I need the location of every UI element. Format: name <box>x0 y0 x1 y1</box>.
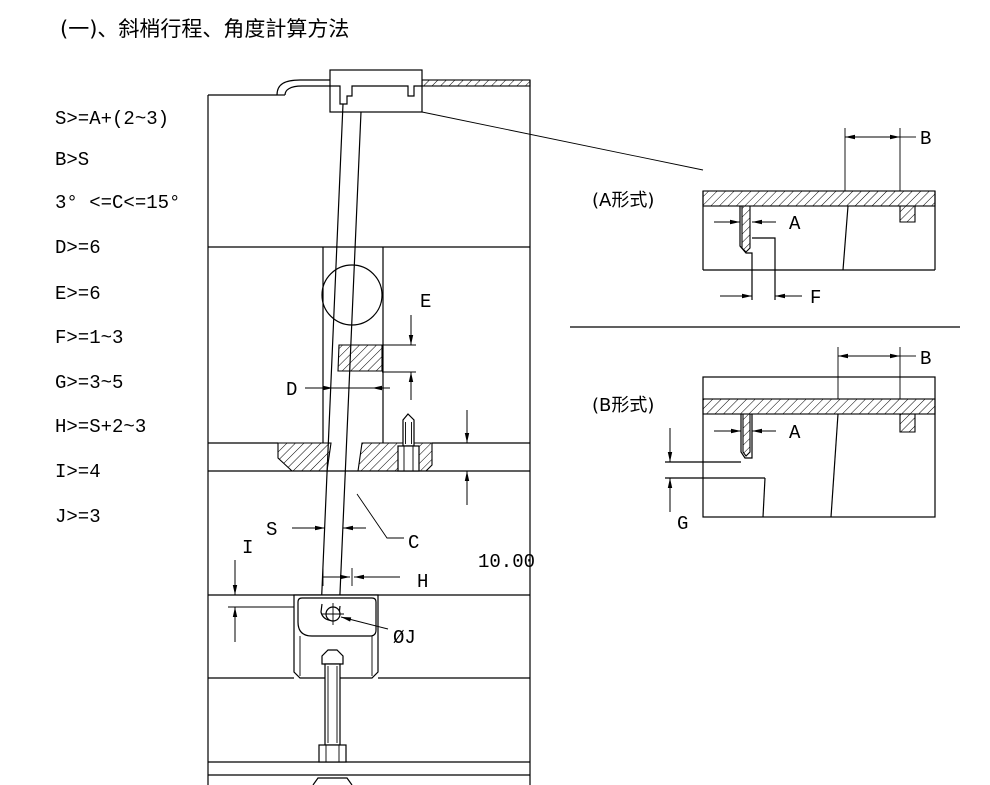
label-i: I <box>242 537 253 559</box>
wear-plate-right <box>357 442 433 472</box>
detail-b: (B形式) A G B <box>592 347 936 535</box>
product-plate-bottom-curve <box>284 85 330 96</box>
formula-g: G>=3~5 <box>55 372 123 394</box>
page-title: (一)、斜梢行程、角度計算方法 <box>60 17 349 41</box>
detail-b-label-b: B <box>920 348 931 370</box>
product-plate-top-curve <box>276 79 330 96</box>
holder-bolt <box>312 649 353 785</box>
holder-bolt-base <box>312 777 353 785</box>
mold-section: E D S C I <box>207 69 704 785</box>
detail-b-plate-hatch <box>702 398 936 415</box>
formula-i: I>=4 <box>55 461 101 483</box>
detail-a-lifter-outline <box>739 206 753 300</box>
formula-h: H>=S+2~3 <box>55 416 146 438</box>
lifter-holder <box>293 594 379 679</box>
formula-j: J>=3 <box>55 506 101 528</box>
label-j: ØJ <box>393 627 416 649</box>
detail-b-label-a: A <box>789 422 801 444</box>
label-c: C <box>408 532 419 554</box>
detail-a-tab <box>899 205 916 223</box>
mold-base-lines <box>207 80 531 785</box>
formula-e: E>=6 <box>55 283 101 305</box>
detail-b-slant-line <box>830 413 839 518</box>
detail-a-plate-hatch <box>702 190 936 207</box>
detail-a-core-step <box>752 237 776 300</box>
detail-a-title: (A形式) <box>592 190 654 211</box>
detail-a-label-f: F <box>810 287 821 309</box>
pin-j-leader <box>340 616 389 630</box>
value-label: 10.00 <box>478 551 535 573</box>
wear-plate-screw <box>397 413 420 472</box>
lifter-guide-block <box>337 344 383 372</box>
lifter-head-block <box>329 69 423 113</box>
lifter-head-profile <box>330 85 422 105</box>
detail-b-lifter-section <box>742 413 751 457</box>
label-d: D <box>286 379 297 401</box>
detail-b-frame <box>702 376 936 518</box>
holder-bolt-head <box>318 744 347 763</box>
pin-j: ØJ <box>322 603 416 649</box>
detail-a-label-a: A <box>789 213 801 235</box>
holder-bolt-tip <box>321 649 344 665</box>
label-s: S <box>266 519 277 541</box>
detail-a: (A形式) A F B <box>592 128 936 309</box>
detail-b-label-g: G <box>677 513 688 535</box>
wear-plate-screw-shank <box>402 413 415 447</box>
formula-d: D>=6 <box>55 237 101 259</box>
holder-bolt-shank <box>324 663 341 746</box>
formula-c: 3° <=C<=15° <box>55 192 180 214</box>
wear-plate-screw-head <box>397 445 420 472</box>
label-h: H <box>417 571 428 593</box>
detail-a-slant-line <box>842 205 849 271</box>
detail-a-label-b: B <box>920 128 931 150</box>
formula-b: B>S <box>55 149 89 171</box>
formula-s: S>=A+(2~3) <box>55 108 169 130</box>
detail-a-leader <box>421 111 704 171</box>
wear-plate-left <box>277 442 332 472</box>
detail-b-tab <box>899 413 916 433</box>
detail-b-core-slant <box>762 477 766 518</box>
detail-b-title: (B形式) <box>592 395 654 416</box>
c-leader <box>356 493 404 539</box>
lifter-holder-slot <box>297 597 377 637</box>
label-e: E <box>420 291 431 313</box>
detail-b-lifter-outline <box>740 414 753 459</box>
formula-list: S>=A+(2~3) B>S 3° <=C<=15° D>=6 E>=6 F>=… <box>55 108 180 528</box>
detail-a-lifter-section <box>741 205 751 253</box>
product-plate-hatch <box>421 79 531 87</box>
formula-f: F>=1~3 <box>55 327 123 349</box>
lifter-head <box>329 69 423 113</box>
